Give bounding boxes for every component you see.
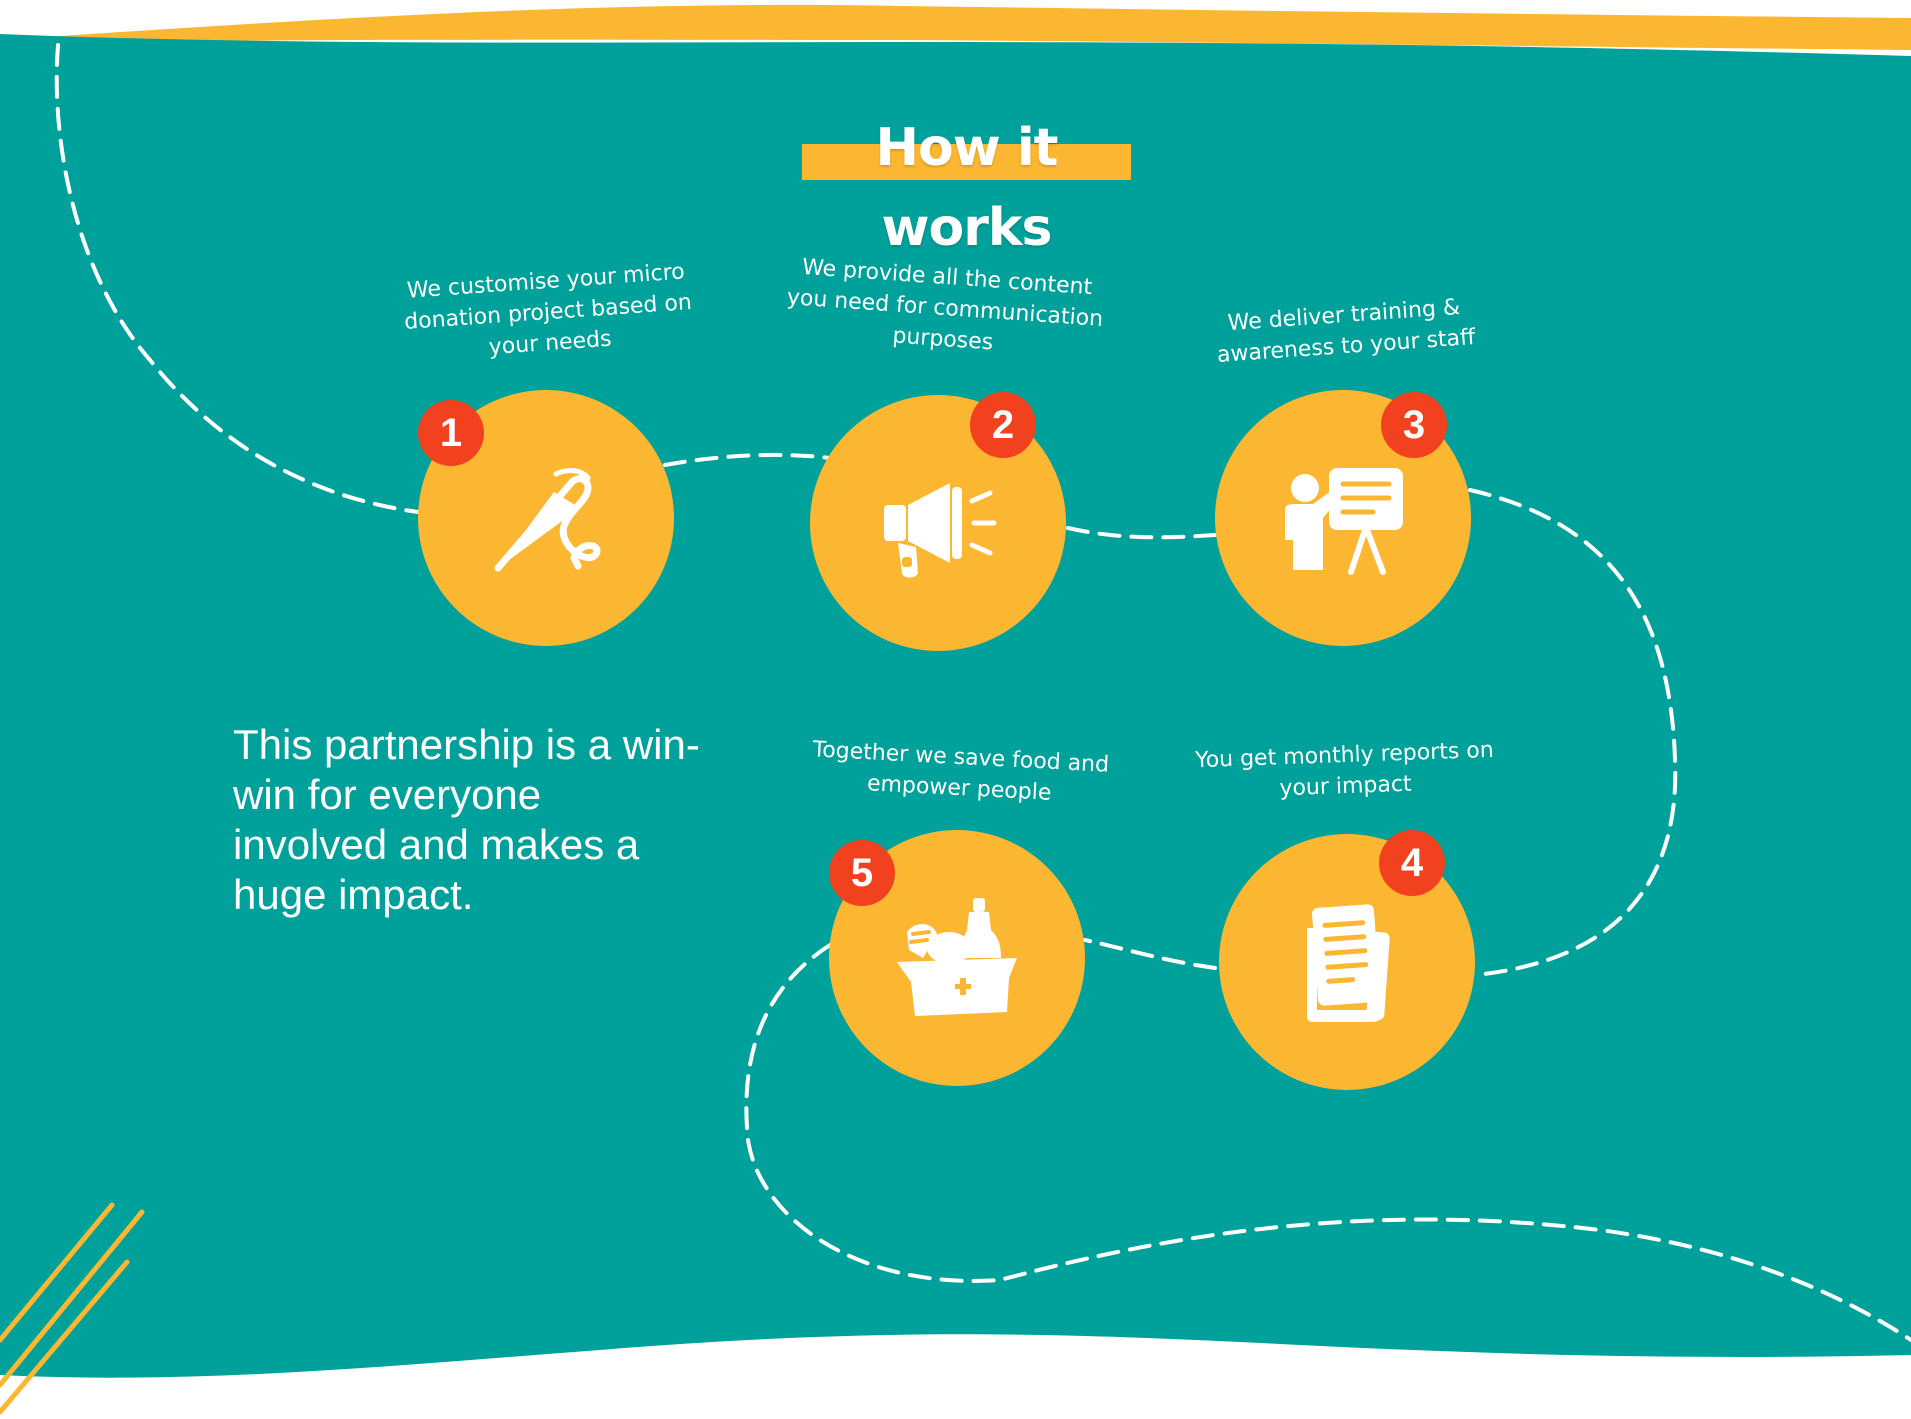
partnership-tagline: This partnership is a win- win for every…	[233, 720, 703, 920]
step-1-badge: 1	[418, 400, 484, 466]
title-block: How it works	[802, 108, 1131, 258]
dashed-journey-path	[54, 43, 1911, 1342]
presentation-icon	[1285, 468, 1403, 575]
needle-thread-icon	[494, 468, 601, 572]
step-5-badge: 5	[829, 840, 895, 906]
documents-icon	[1307, 904, 1390, 1022]
step-4-badge: 4	[1379, 830, 1445, 896]
step-4-label: You get monthly reports on your impact	[1194, 737, 1495, 802]
yellow-stripes-decoration	[0, 1202, 145, 1415]
title-highlight-bar	[802, 144, 1131, 180]
step-2-badge: 2	[970, 392, 1036, 458]
tagline-text: This partnership is a win- win for every…	[233, 721, 700, 918]
megaphone-icon	[884, 483, 997, 578]
page-title: How it works	[875, 118, 1058, 258]
top-yellow-swoosh	[0, 4, 1911, 50]
step-3-badge: 3	[1381, 392, 1447, 458]
food-box-icon	[897, 898, 1017, 1016]
